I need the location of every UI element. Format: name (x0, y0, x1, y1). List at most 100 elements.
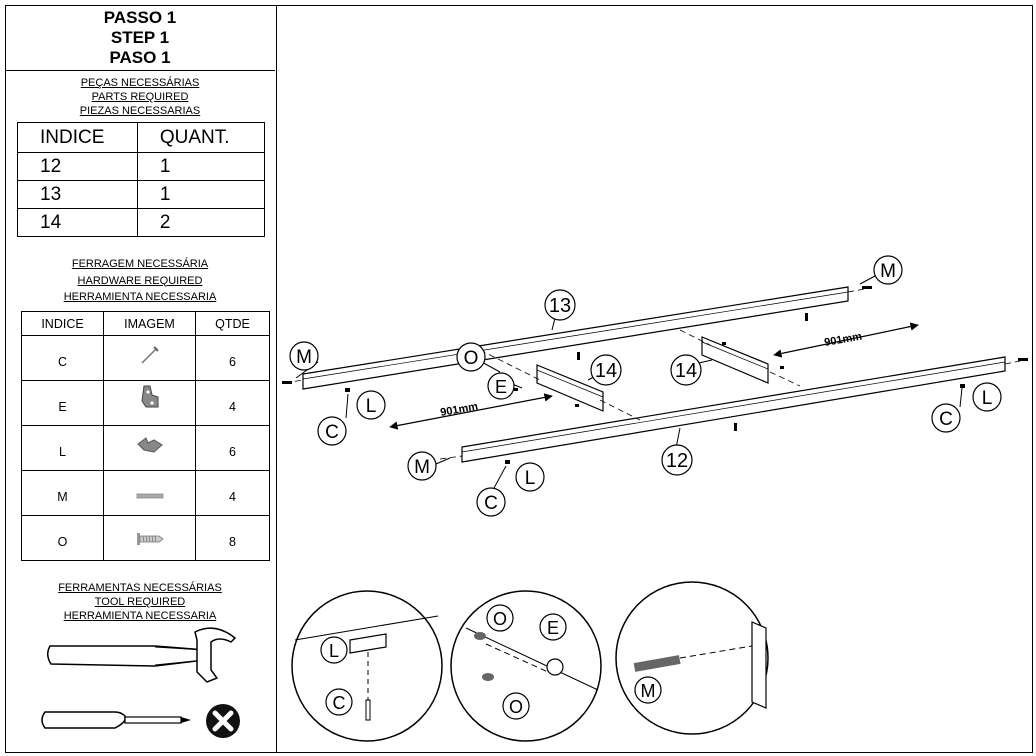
dimension-arrow-right: 901mm (773, 322, 919, 358)
part-quantity: 1 (136, 180, 266, 209)
clip-icon (136, 436, 163, 453)
step-title-en: STEP 1 (110, 28, 170, 47)
hardware-index: O (21, 515, 104, 561)
hardware-col-qty: QTDE (195, 311, 270, 336)
svg-text:L: L (525, 468, 536, 489)
dimension-label-right: 901mm (823, 331, 863, 349)
table-row: 14 2 (17, 208, 266, 237)
callout-13: 13 (544, 289, 576, 321)
parts-col-quantity: QUANT. (136, 122, 266, 153)
parts-heading-es: PIEZAS NECESSARIAS (79, 105, 201, 117)
detail-screw-bracket: O E O (450, 590, 602, 742)
hardware-qty: 6 (195, 335, 270, 381)
hammer-icon (47, 627, 237, 683)
bracket-icon (140, 385, 158, 407)
hardware-col-image: IMAGEM (103, 311, 196, 336)
detail2-label-o-top: O (493, 609, 507, 629)
hardware-heading-pt: FERRAGEM NECESSÁRIA (71, 258, 209, 270)
step-title: PASSO 1 STEP 1 PASO 1 (5, 5, 275, 71)
detail-clip-nail: L C (291, 590, 443, 742)
panel-14-left (536, 364, 604, 412)
page-frame (5, 5, 1033, 753)
nail-icon (140, 345, 159, 364)
detail1-label-c: C (333, 693, 346, 713)
svg-text:E: E (495, 377, 507, 397)
svg-text:C: C (939, 409, 953, 430)
hardware-image (103, 380, 196, 426)
panel-14-right (701, 336, 769, 384)
callout-12: 12 (661, 444, 693, 476)
callout-l-right: L (972, 382, 1002, 412)
svg-text:14: 14 (675, 360, 697, 382)
tools-heading-pt: FERRAMENTAS NECESSÁRIAS (58, 582, 222, 594)
callout-l-left: L (356, 390, 386, 420)
table-row: O 8 (21, 515, 270, 561)
svg-text:M: M (880, 261, 896, 282)
hardware-heading-es: HERRAMIENTA NECESSARIA (63, 291, 217, 303)
table-row: M 4 (21, 470, 270, 516)
callout-14-right: 14 (670, 354, 702, 386)
part-quantity: 2 (136, 208, 266, 237)
parts-heading: PEÇAS NECESSÁRIAS PARTS REQUIRED PIEZAS … (5, 76, 275, 118)
callout-o: O (456, 342, 486, 372)
rail-12 (461, 356, 1006, 463)
parts-table-header: INDICE QUANT. (17, 122, 266, 153)
parts-heading-pt: PEÇAS NECESSÁRIAS (80, 77, 200, 89)
detail3-label-m: M (641, 681, 656, 701)
step-title-es: PASO 1 (109, 48, 171, 67)
svg-text:L: L (982, 388, 993, 409)
dimension-label-left: 901mm (439, 401, 479, 419)
parts-heading-en: PARTS REQUIRED (91, 91, 189, 103)
not-allowed-icon (206, 704, 240, 738)
hardware-qty: 6 (195, 425, 270, 471)
callout-l-bottom: L (515, 462, 545, 492)
svg-text:C: C (484, 493, 498, 514)
screw-icon (136, 532, 164, 545)
svg-text:14: 14 (595, 360, 617, 382)
detail2-label-o-bottom: O (509, 697, 523, 717)
hardware-index: L (21, 425, 104, 471)
part-index: 13 (17, 180, 138, 209)
hardware-qty: 8 (195, 515, 270, 561)
callout-m-left: M (289, 341, 319, 371)
dimension-arrow-left: 901mm (389, 393, 553, 430)
table-row: 13 1 (17, 180, 266, 209)
parts-table: INDICE QUANT. 12 1 13 1 14 2 (17, 122, 266, 237)
hardware-table: INDICE IMAGEM QTDE C 6 E (21, 311, 270, 561)
callout-14-left: 14 (590, 354, 622, 386)
callout-m-top: M (873, 255, 903, 285)
table-row: 12 1 (17, 152, 266, 181)
hardware-index: M (21, 470, 104, 516)
hardware-image (103, 515, 196, 561)
tools-heading-es: HERRAMIENTA NECESSARIA (63, 610, 217, 622)
hardware-index: C (21, 335, 104, 381)
hardware-table-header: INDICE IMAGEM QTDE (21, 311, 270, 336)
hardware-marks (282, 286, 1028, 464)
svg-text:O: O (464, 348, 479, 369)
svg-text:M: M (414, 457, 430, 478)
callout-c-right: C (931, 403, 961, 433)
table-row: E 4 (21, 380, 270, 426)
part-quantity: 1 (136, 152, 266, 181)
hardware-qty: 4 (195, 380, 270, 426)
callout-c-left: C (317, 416, 347, 446)
detail1-label-l: L (329, 641, 339, 661)
callout-c-bottom: C (476, 487, 506, 517)
dowel-icon (136, 493, 163, 498)
step-title-pt: PASSO 1 (103, 8, 177, 27)
part-index: 14 (17, 208, 138, 237)
svg-text:C: C (325, 422, 339, 443)
tools-heading-en: TOOL REQUIRED (94, 596, 186, 608)
callout-e: E (487, 372, 515, 400)
svg-text:12: 12 (666, 450, 688, 472)
tools-illustration (41, 627, 240, 738)
callout-m-bottom: M (407, 451, 437, 481)
hardware-heading: FERRAGEM NECESSÁRIA HARDWARE REQUIRED HE… (5, 256, 275, 306)
table-row: C 6 (21, 335, 270, 381)
screwdriver-icon (41, 711, 191, 729)
hardware-heading-en: HARDWARE REQUIRED (77, 274, 203, 287)
detail2-label-e: E (547, 618, 559, 638)
rail-13 (302, 286, 849, 390)
hardware-col-index: INDICE (21, 311, 104, 336)
